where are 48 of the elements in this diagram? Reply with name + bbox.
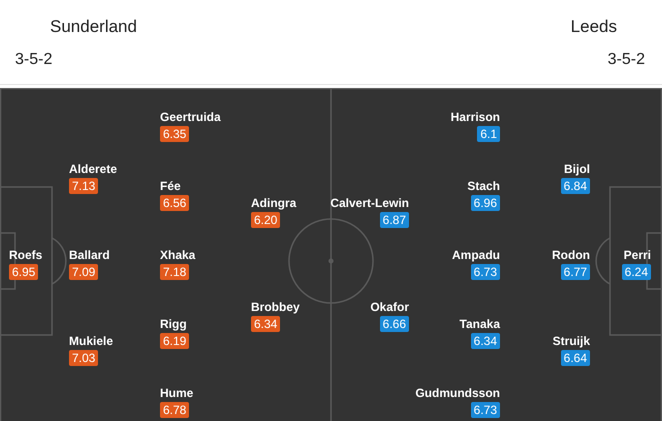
player-name: Gudmundsson: [415, 385, 500, 401]
player-rating: 6.19: [160, 333, 190, 349]
formation: 3-5-2: [15, 50, 52, 70]
player-rating: 6.56: [160, 195, 190, 211]
player-name: Alderete: [69, 161, 118, 177]
player-rating: 6.96: [470, 195, 500, 211]
player-rating: 6.78: [160, 402, 190, 418]
player-rating: 6.77: [560, 264, 590, 280]
player-rating: 6.20: [251, 212, 280, 228]
player-rating: 6.24: [622, 264, 651, 280]
player-name: Brobbey: [251, 299, 300, 315]
player-name: Ampadu: [452, 247, 500, 263]
player-name: Stach: [467, 178, 500, 194]
player-rating: 6.73: [470, 402, 500, 418]
player-name: Adingra: [251, 195, 296, 211]
player-rating: 7.09: [69, 264, 98, 280]
player-name: Harrison: [450, 109, 500, 125]
player-rating: 6.66: [380, 316, 409, 332]
player-rating: 6.34: [251, 316, 280, 332]
player-name: Rigg: [160, 316, 187, 332]
player-rating: 6.87: [380, 212, 409, 228]
player-rating: 6.35: [160, 126, 190, 142]
player-name: Hume: [160, 385, 194, 401]
player-rating: 7.18: [160, 264, 190, 280]
player-name: Fée: [160, 178, 181, 194]
player-rating: 6.84: [560, 178, 590, 194]
player-name: Mukiele: [69, 333, 114, 349]
player-rating: 6.1: [477, 126, 500, 142]
player-name: Geertruida: [160, 109, 221, 125]
player-rating: 7.03: [69, 350, 98, 366]
player-rating: 6.95: [9, 264, 38, 280]
player-rating: 6.73: [470, 264, 500, 280]
player-name: Roefs: [9, 247, 42, 263]
player-name: Calvert-Lewin: [330, 195, 409, 211]
player-name: Okafor: [370, 299, 409, 315]
player-rating: 7.13: [69, 178, 98, 194]
player-name: Perri: [624, 247, 651, 263]
player-name: Rodon: [552, 247, 590, 263]
player-name: Xhaka: [160, 247, 196, 263]
player-name: Struijk: [552, 333, 590, 349]
player-name: Tanaka: [460, 316, 500, 332]
player-rating: 6.34: [470, 333, 500, 349]
player-name: Bijol: [564, 161, 590, 177]
formation: 3-5-2: [608, 50, 645, 70]
team-name: Leeds: [570, 17, 617, 37]
player-name: Ballard: [69, 247, 110, 263]
team-name: Sunderland: [50, 17, 137, 37]
player-rating: 6.64: [560, 350, 590, 366]
